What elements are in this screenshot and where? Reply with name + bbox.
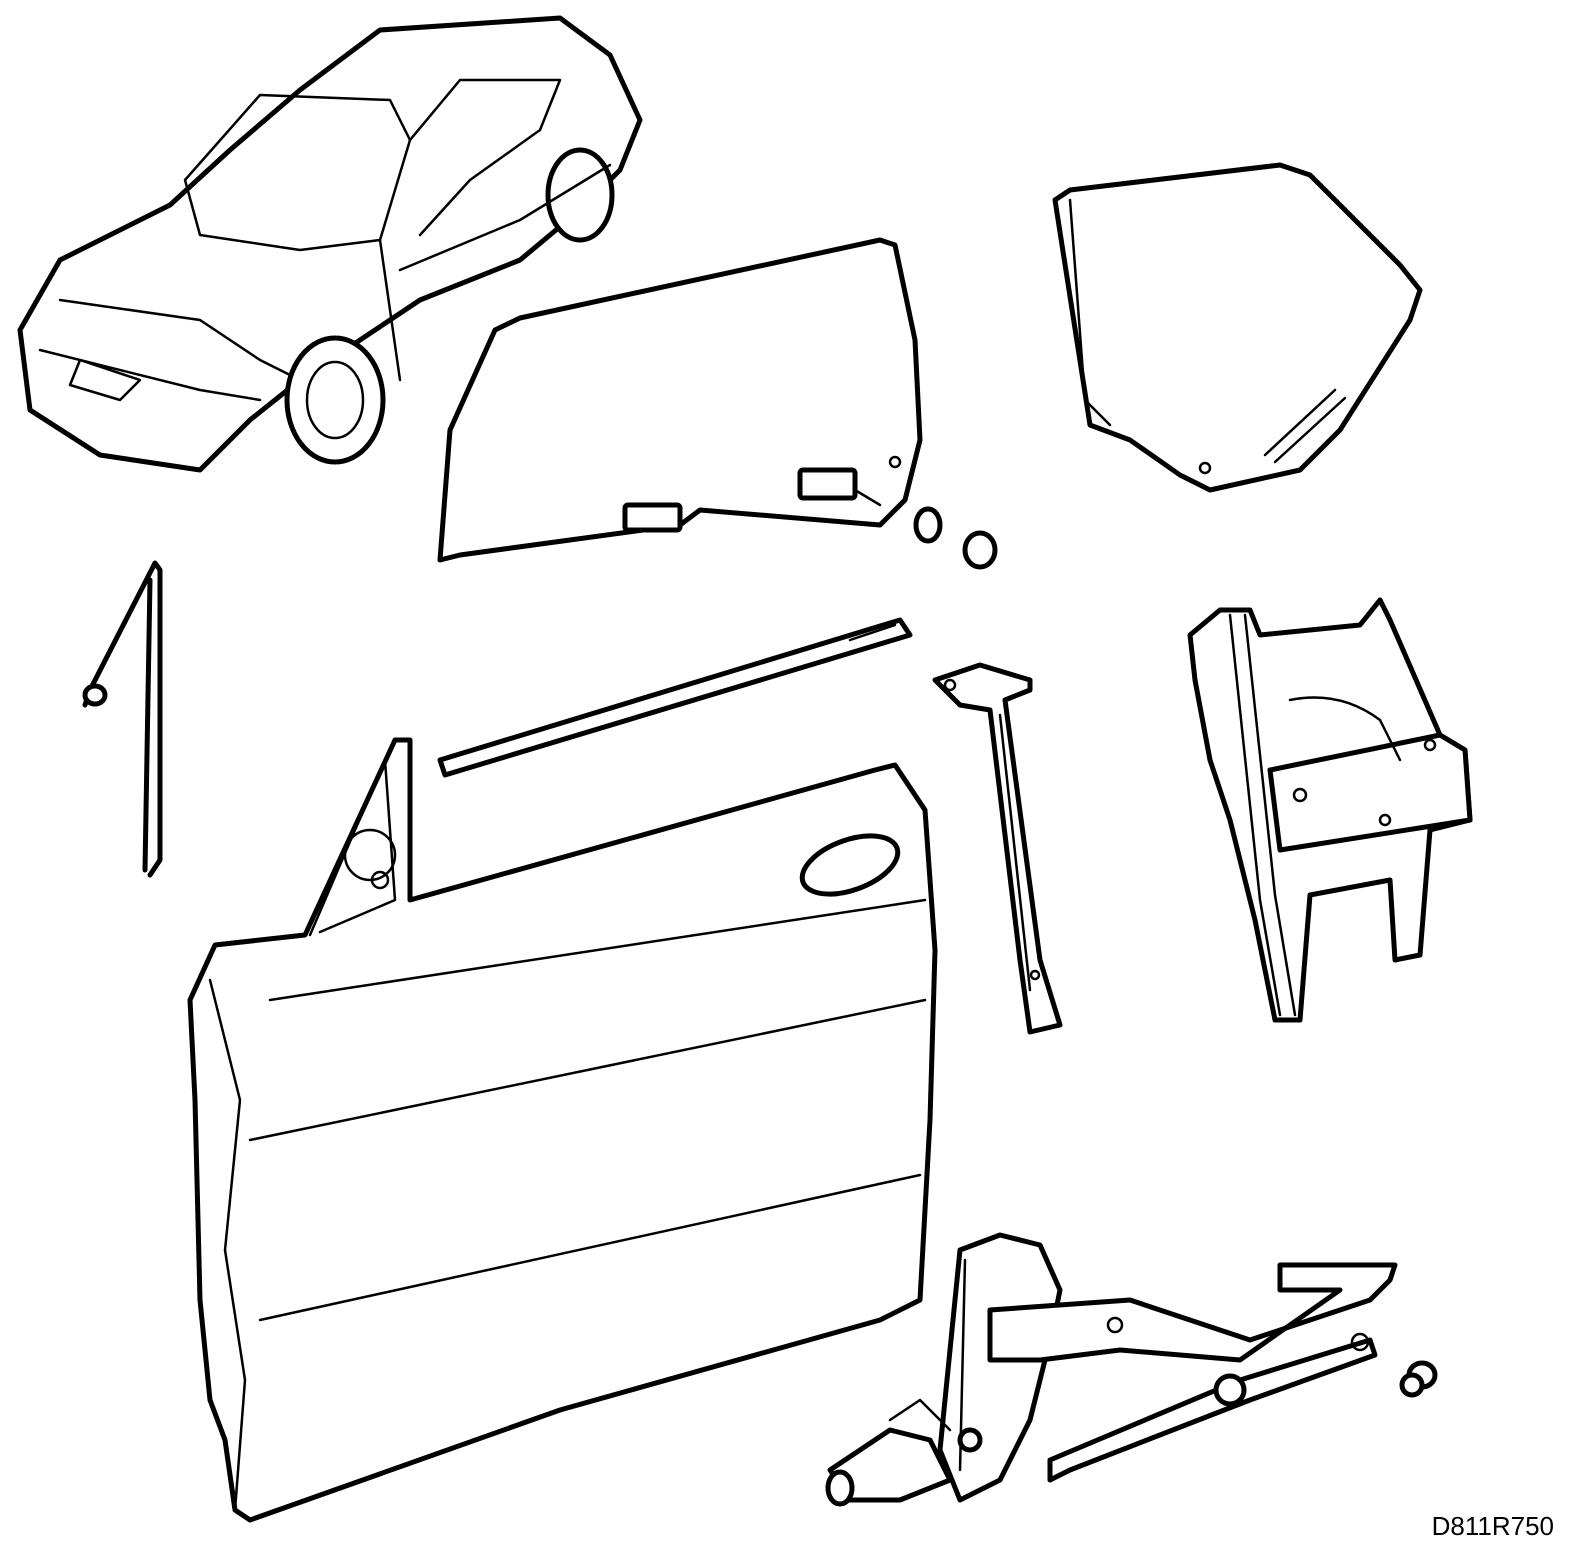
window-regulator-motor-icon (825, 1232, 1398, 1507)
door-outer-panel-icon (187, 737, 938, 1523)
convertible-car-icon (17, 15, 643, 473)
rear-quarter-glass-icon (1052, 162, 1423, 493)
window-belt-moulding-icon (437, 617, 913, 778)
fastener-bolt-icon (1399, 1360, 1438, 1398)
door-module-carrier-icon (1187, 597, 1473, 1023)
window-guide-rail-icon (932, 662, 1063, 1035)
door-window-glass-icon (437, 237, 998, 570)
door-seal-strip-icon (82, 560, 163, 878)
diagram-reference-code: D811R750 (1431, 1511, 1554, 1541)
